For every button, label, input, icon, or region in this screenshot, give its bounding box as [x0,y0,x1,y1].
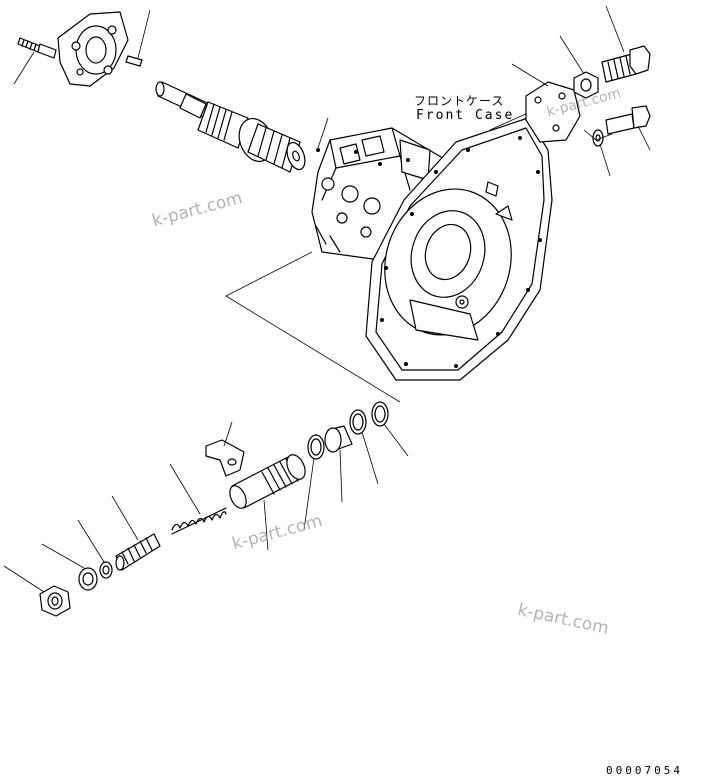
cover-plate [57,11,129,87]
stopper-bracket [205,439,245,477]
leader-lock-plate [511,63,549,87]
drive-shaft [155,81,306,173]
hex-nut-top-right [573,71,599,99]
group-bracket [225,251,401,403]
hex-bolt-top-right [601,45,651,83]
leader-dowel-pin [137,9,151,59]
leader-washer [599,143,611,177]
leader-lock-nut [3,565,45,593]
leader-o-ring-bottom [77,519,105,563]
valve-sleeve [229,454,306,509]
leader-small-bolt [637,125,651,151]
adjusting-screw [115,533,161,571]
leader-backup-ring [339,449,343,503]
leader-o-ring-sleeve-1 [303,457,315,531]
front-case [365,117,553,381]
o-ring-bottom [99,561,113,579]
front-case-label-en: Front Case [416,108,515,123]
leader-spring [169,463,201,515]
leader-o-ring-sleeve-2 [361,431,379,485]
lock-plate [525,81,581,143]
o-ring-sleeve-3 [371,401,389,427]
leader-pump-body [317,117,329,149]
front-case-label-jp: フロントケース [414,94,505,108]
backup-ring [324,425,353,453]
leader-front-case [489,111,531,131]
leader-o-ring-sleeve-3 [383,423,409,457]
o-ring-sleeve-2 [349,409,367,435]
lock-nut-bottom [39,585,71,617]
washer-right [592,129,604,147]
leader-bolt-top-left [13,51,35,85]
dowel-pin [125,55,143,67]
leader-hex-bolt [605,5,625,53]
leader-hex-nut [559,35,585,75]
spring [171,507,227,535]
o-ring-sleeve-1 [307,434,325,460]
bracket-washer-bolt [583,129,613,141]
washer-bottom [78,567,98,591]
bolt-top-left [17,37,57,59]
small-bolt-right [605,105,651,135]
leader-adjusting-screw [111,495,139,541]
drawing-number: 00007054 [606,764,683,777]
leader-washer-bottom [41,543,85,569]
leader-valve-sleeve [263,499,269,551]
leader-stopper-bracket [223,421,233,447]
